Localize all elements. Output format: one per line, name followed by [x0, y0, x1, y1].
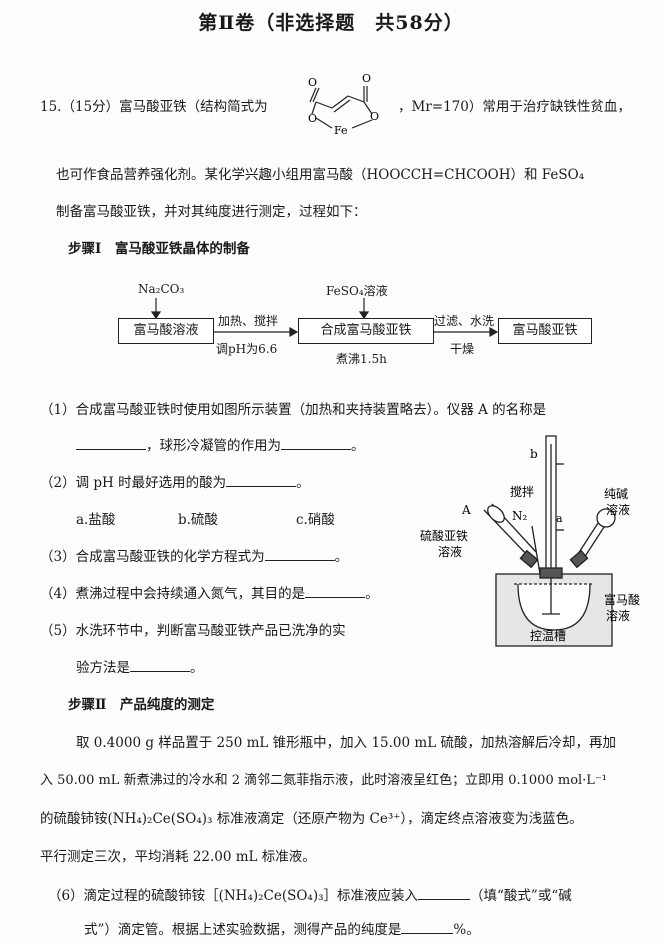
q6-line1: （6）滴定过程的硫酸铈铵［(NH₄)₂Ce(SO₄)₃］标准液应装入（填“酸式”…	[48, 886, 572, 904]
apparatus-label-feso4: 硫酸亚铁	[420, 528, 468, 543]
flow-box-product: 富马酸亚铁	[498, 318, 592, 344]
q2-blank[interactable]	[226, 473, 297, 487]
apparatus-label-n2: N₂	[512, 509, 528, 523]
arrow2-bottom-label: 干燥	[450, 342, 475, 356]
q15-intro-prefix: 15.（15分）富马酸亚铁（结构简式为	[40, 99, 268, 115]
q5-text: （5）水洗环节中，判断富马酸亚铁产品已洗净的实	[40, 623, 346, 639]
apparatus-label-fumaric: 富马酸	[604, 592, 640, 607]
q3-text: （3）合成富马酸亚铁的化学方程式为。	[40, 547, 349, 565]
arrow1-bottom-label: 调pH为6.6	[216, 342, 278, 356]
arrow1-top-label: 加热、搅拌	[218, 314, 279, 328]
struct-o-top-right: O	[362, 72, 371, 85]
q5-blank[interactable]	[130, 658, 190, 672]
flow-box-synthesis: 合成富马酸亚铁	[298, 318, 434, 344]
q6-blank-purity[interactable]	[401, 920, 454, 934]
apparatus-label-soda-2: 溶液	[606, 502, 630, 517]
q1-text: （1）合成富马酸亚铁时使用如图所示装置（加热和夹持装置略去）。仪器 A 的名称是	[40, 402, 547, 418]
apparatus-label-fumaric-2: 溶液	[606, 608, 630, 623]
fumarate-structure: O O O O Fe	[308, 72, 379, 137]
step2-title: 步骤Ⅱ 产品纯度的测定	[68, 697, 215, 713]
apparatus-label-stir: 搅拌	[510, 484, 534, 499]
q5-line2: 验方法是。	[76, 658, 204, 676]
q2-option-b: b.硫酸	[178, 512, 218, 528]
apparatus-label-soda: 纯碱	[604, 487, 628, 501]
q4-blank[interactable]	[305, 584, 366, 598]
section-title: 第Ⅱ卷（非选择题 共58分）	[198, 12, 464, 34]
q2-text: （2）调 pH 时最好选用的酸为。	[40, 473, 310, 491]
struct-fe: Fe	[334, 124, 348, 137]
flow-arrows	[150, 298, 499, 338]
q15-intro-line3: 制备富马酸亚铁，并对其纯度进行测定，过程如下：	[56, 204, 367, 220]
arrow2-top-label: 过滤、水洗	[434, 314, 495, 328]
apparatus-diagram: b 搅拌 N₂ a A 硫酸亚铁 溶液 纯碱 溶液 富马酸 溶液 控温槽	[420, 435, 640, 647]
q2-option-c: c.硝酸	[296, 512, 335, 528]
reagent-na2co3: Na₂CO₃	[138, 282, 185, 296]
step2-p3: 的硫酸铈铵(NH₄)₂Ce(SO₄)₃ 标准液滴定（还原产物为 Ce³⁺），滴定…	[40, 811, 583, 827]
q1-line2: ，球形冷凝管的作用为。	[76, 434, 365, 454]
q6-blank-burette-type[interactable]	[418, 886, 471, 900]
step2-p4: 平行测定三次，平均消耗 22.00 mL 标准液。	[40, 849, 316, 865]
struct-o-right: O	[370, 110, 379, 123]
flow-box-fumaric-solution: 富马酸溶液	[118, 318, 214, 344]
apparatus-label-feso4-2: 溶液	[438, 544, 462, 559]
q4-text: （4）煮沸过程中会持续通入氮气，其目的是。	[40, 584, 379, 602]
step2-p2: 入 50.00 mL 新煮沸过的冷水和 2 滴邻二氮菲指示液，此时溶液呈红色；立…	[40, 773, 608, 788]
q6-line2: 式”）滴定管。根据上述实验数据，测得产品的纯度是%。	[84, 920, 480, 938]
struct-o-left: O	[308, 112, 317, 125]
q15-intro-line2: 也可作食品营养强化剂。某化学兴趣小组用富马酸（HOOCCH=CHCOOH）和 F…	[56, 167, 585, 183]
struct-o-top-left: O	[308, 76, 317, 89]
step2-p1: 取 0.4000 g 样品置于 250 mL 锥形瓶中，加入 15.00 mL …	[76, 735, 616, 751]
q3-blank[interactable]	[264, 547, 335, 561]
apparatus-label-bath: 控温槽	[530, 629, 566, 643]
apparatus-label-A: A	[461, 503, 471, 517]
box2-bottom-label: 煮沸1.5h	[336, 352, 387, 366]
reagent-feso4: FeSO₄溶液	[326, 284, 388, 298]
step1-title: 步骤Ⅰ 富马酸亚铁晶体的制备	[68, 241, 250, 257]
q2-option-a: a.盐酸	[76, 512, 116, 528]
q1-blank-instrument-name[interactable]	[76, 436, 146, 450]
q1-blank-condenser-role[interactable]	[281, 436, 351, 450]
apparatus-label-a: a	[556, 512, 563, 525]
q15-intro-suffix: ，Mr=170）常用于治疗缺铁性贫血，	[398, 99, 631, 115]
apparatus-label-b: b	[530, 447, 538, 461]
